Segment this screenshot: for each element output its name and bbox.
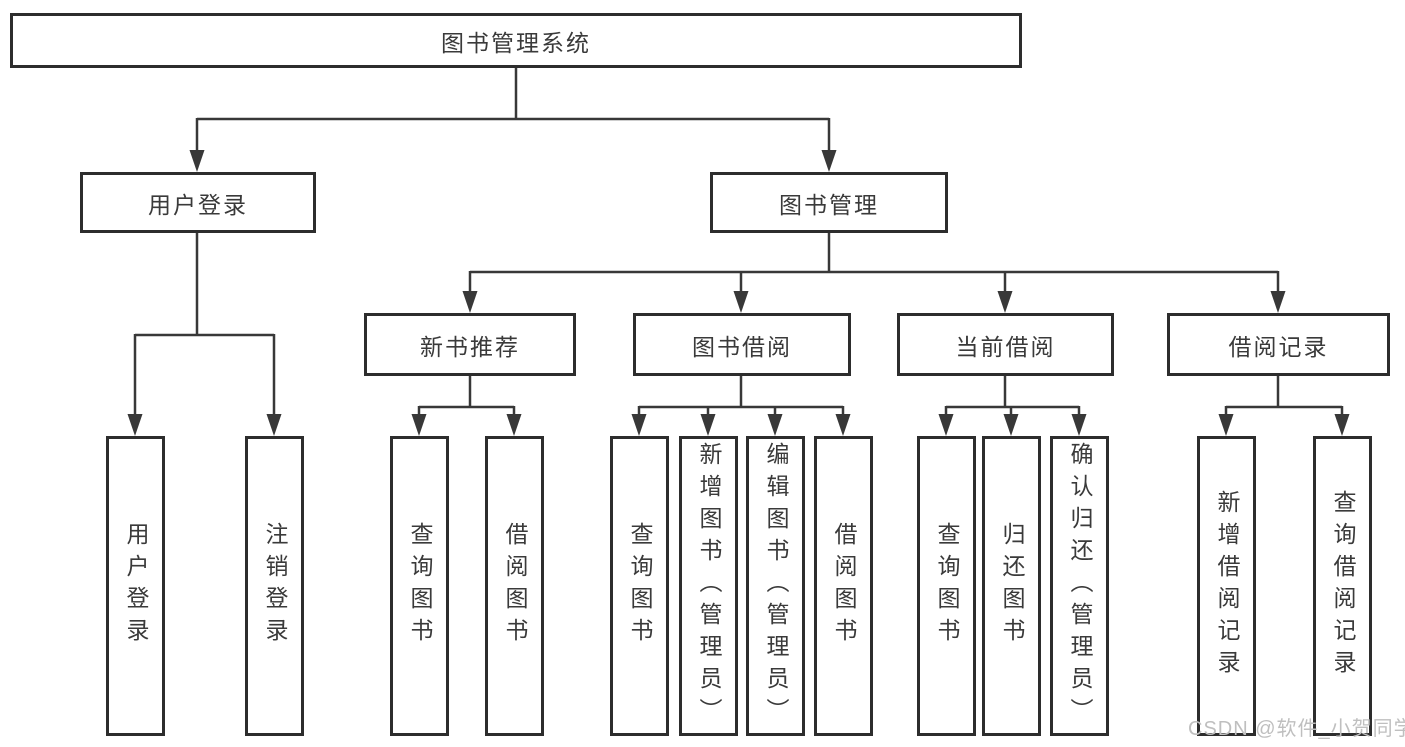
leaf-add-borrow-record: 新增借阅记录 <box>1197 436 1256 736</box>
csdn-watermark: CSDN @软件_小贺同学 <box>1188 718 1405 740</box>
node-book-management: 图书管理 <box>710 172 948 233</box>
node-borrowing-records: 借阅记录 <box>1167 313 1390 376</box>
leaf-borrow-books-borrowing: 借阅图书 <box>814 436 873 736</box>
leaf-borrow-books-recommend: 借阅图书 <box>485 436 544 736</box>
leaf-user-login: 用户登录 <box>106 436 165 736</box>
leaf-return-books: 归还图书 <box>982 436 1041 736</box>
node-current-borrowing: 当前借阅 <box>897 313 1114 376</box>
node-user-login: 用户登录 <box>80 172 316 233</box>
leaf-logout: 注销登录 <box>245 436 304 736</box>
node-book-borrowing: 图书借阅 <box>633 313 851 376</box>
node-library-system: 图书管理系统 <box>10 13 1022 68</box>
node-new-book-recommend: 新书推荐 <box>364 313 576 376</box>
leaf-query-books-borrowing: 查询图书 <box>610 436 669 736</box>
leaf-query-books-recommend: 查询图书 <box>390 436 449 736</box>
leaf-query-borrow-record: 查询借阅记录 <box>1313 436 1372 736</box>
leaf-add-books-admin: 新增图书（管理员） <box>679 436 738 736</box>
leaf-confirm-return-admin: 确认归还（管理员） <box>1050 436 1109 736</box>
leaf-query-books-current: 查询图书 <box>917 436 976 736</box>
leaf-edit-books-admin: 编辑图书（管理员） <box>746 436 805 736</box>
